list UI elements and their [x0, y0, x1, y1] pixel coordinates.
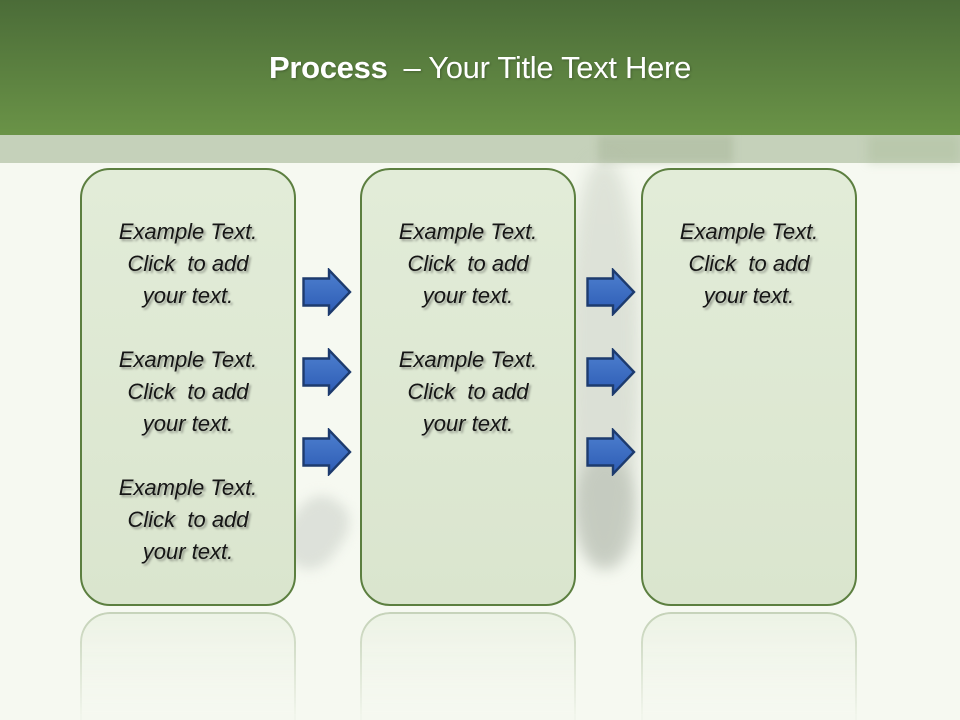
flow-arrow-icon[interactable]	[586, 428, 636, 476]
flow-arrow-icon[interactable]	[586, 268, 636, 316]
slide-title-subtitle: – Your Title Text Here	[403, 49, 692, 85]
flow-arrow-icon[interactable]	[586, 348, 636, 396]
flow-arrow-icon[interactable]	[302, 348, 352, 396]
placeholder-text[interactable]: Example Text. Click to add your text.	[118, 347, 258, 436]
placeholder-text[interactable]: Example Text. Click to add your text.	[679, 219, 819, 308]
placeholder-text[interactable]: Example Text. Click to add your text.	[118, 219, 258, 308]
header-accent-band	[0, 135, 960, 163]
slide-title-keyword: Process	[268, 49, 388, 85]
process-box-step-1[interactable]: Example Text. Click to add your text. Exa…	[80, 168, 296, 606]
process-box-step-3[interactable]: Example Text. Click to add your text.	[641, 168, 857, 606]
placeholder-text[interactable]: Example Text. Click to add your text.	[118, 475, 258, 564]
box-reflection	[360, 612, 576, 720]
slide-title[interactable]: Process – Your Title Text Here	[0, 0, 960, 135]
box-reflection	[80, 612, 296, 720]
slide-header-banner	[0, 0, 960, 135]
placeholder-text[interactable]: Example Text. Click to add your text.	[398, 347, 538, 436]
flow-arrow-icon[interactable]	[302, 268, 352, 316]
box-reflection	[641, 612, 857, 720]
process-box-step-2[interactable]: Example Text. Click to add your text. Exa…	[360, 168, 576, 606]
placeholder-text[interactable]: Example Text. Click to add your text.	[398, 219, 538, 308]
flow-arrow-icon[interactable]	[302, 428, 352, 476]
